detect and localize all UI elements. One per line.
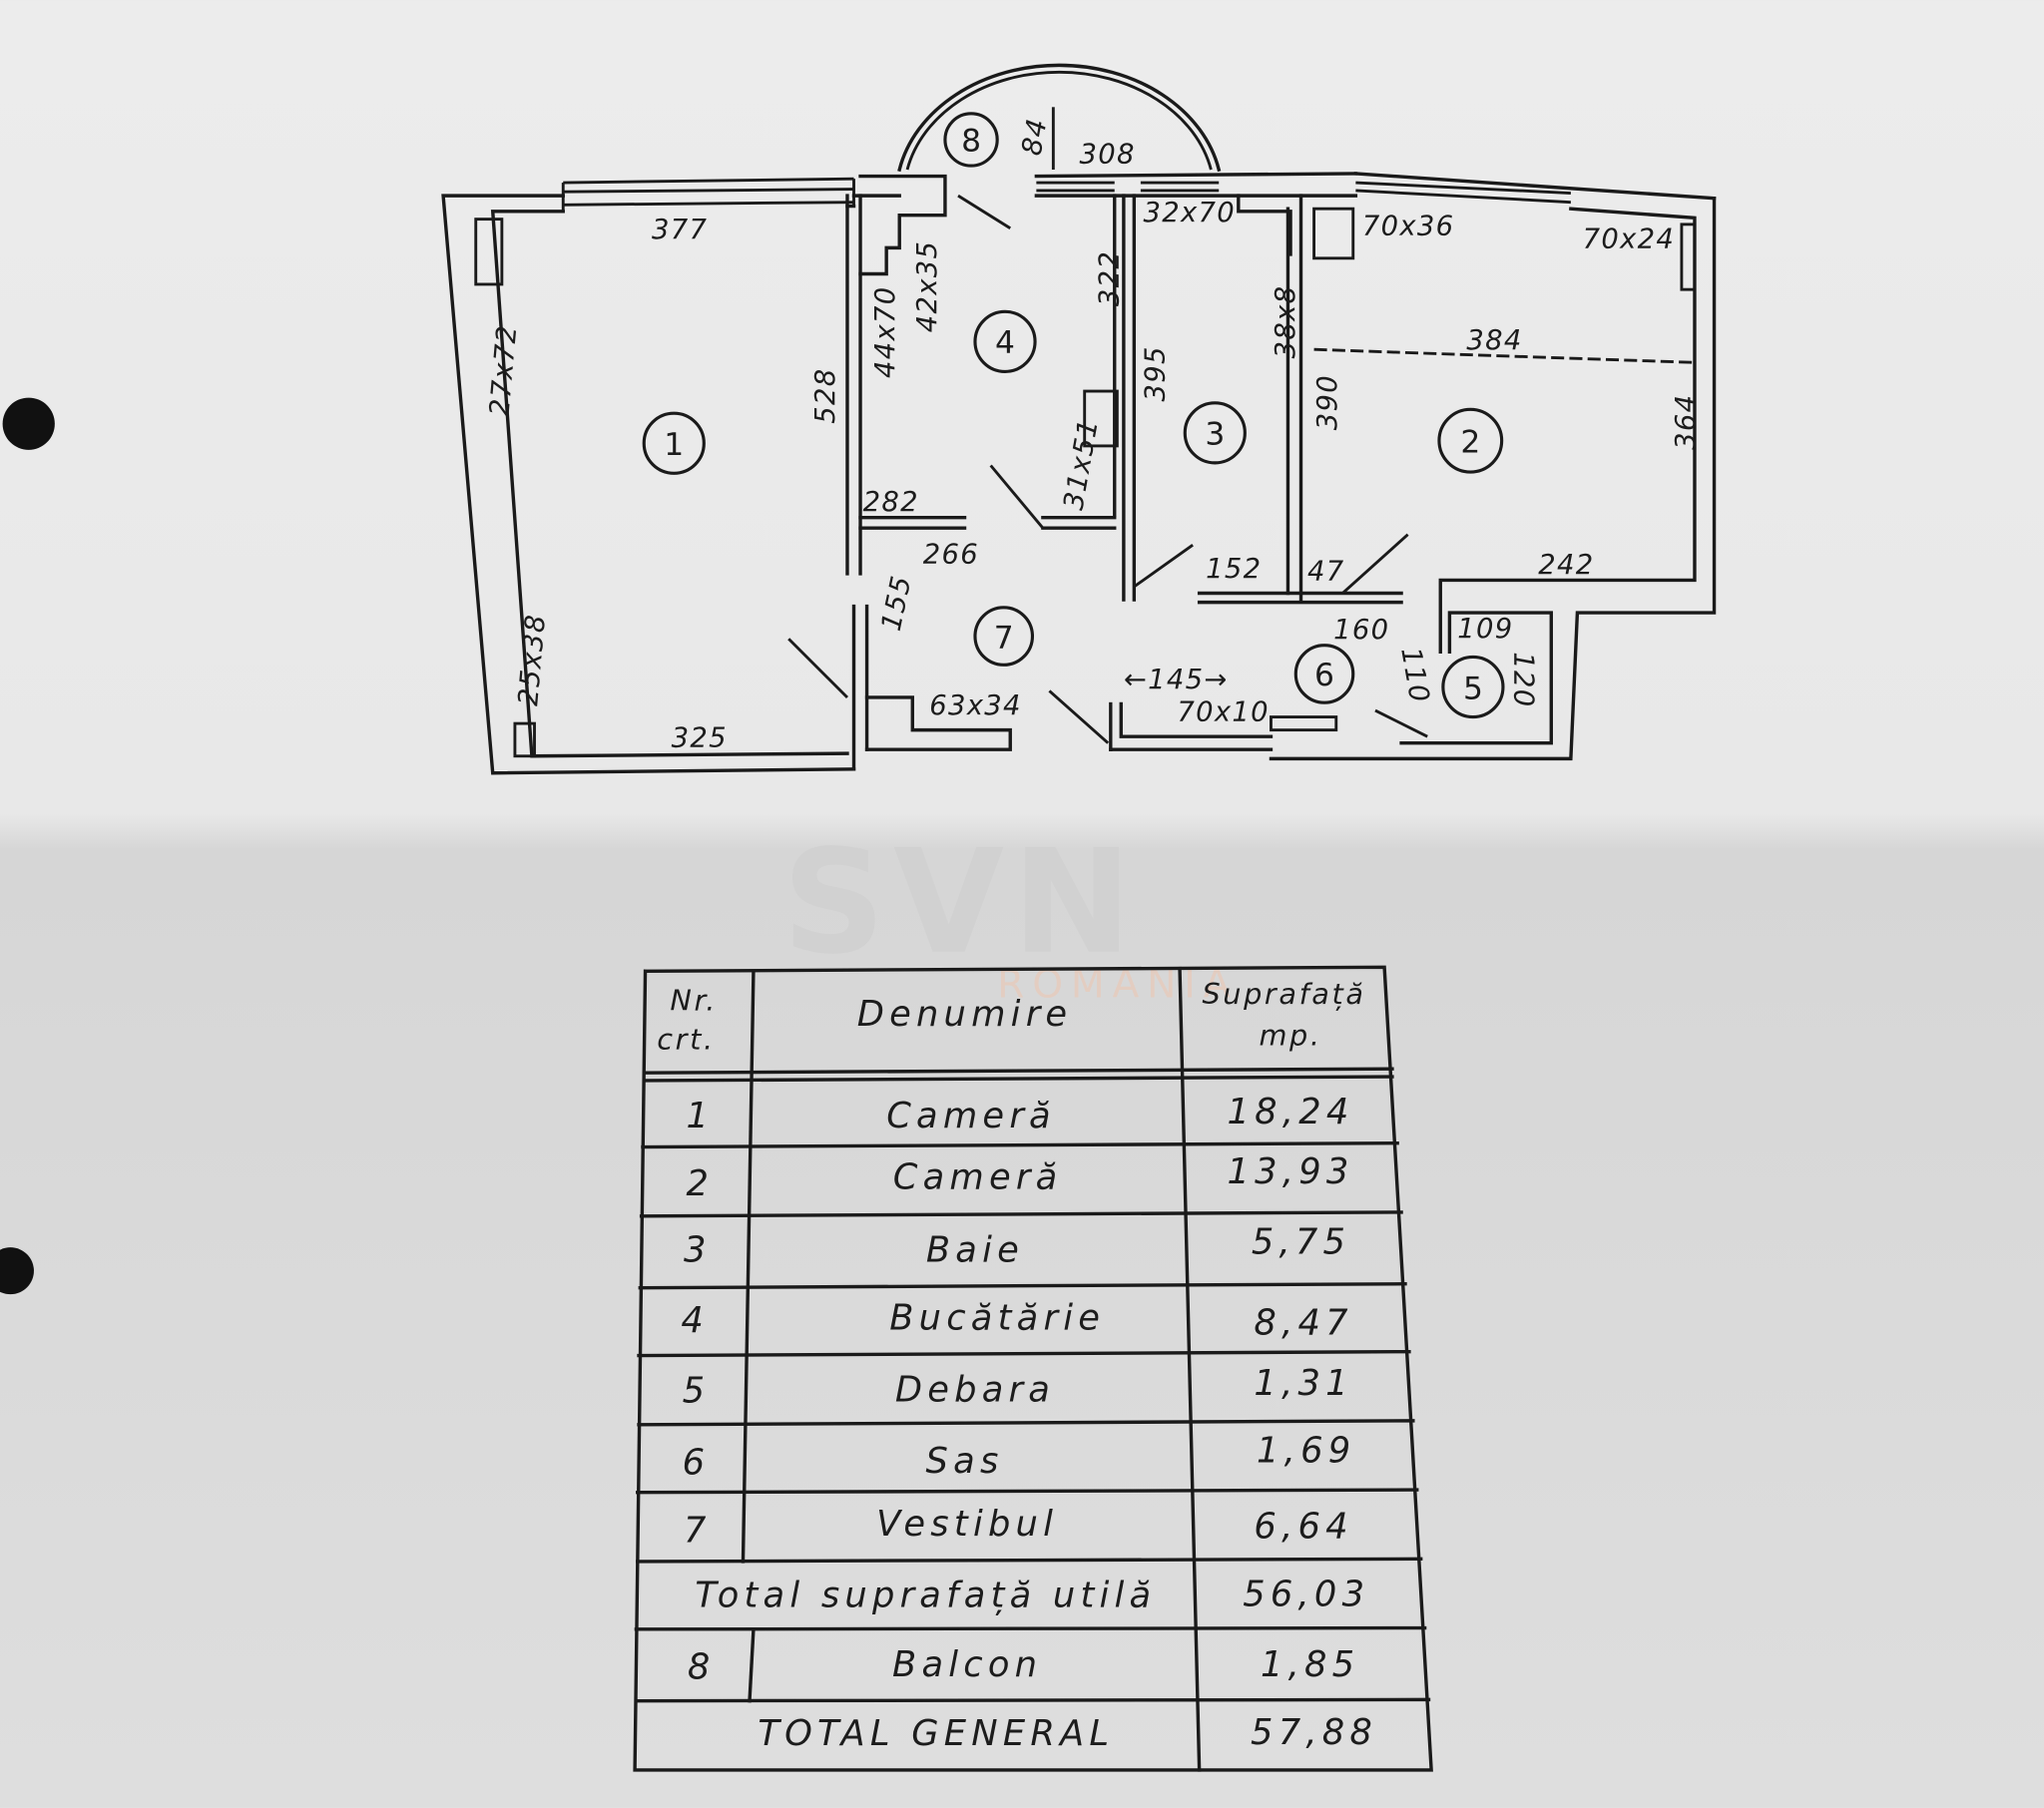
area-text: 1,31 [1254, 1363, 1352, 1404]
area-text: 8,47 [1254, 1303, 1352, 1344]
d47-text: 47 [1307, 556, 1345, 587]
area-text: 56,03 [1243, 1574, 1369, 1614]
0-text: 1 [664, 427, 684, 463]
d63x34-text: 63x34 [929, 690, 1022, 721]
d364-text: 364 [1671, 394, 1702, 450]
nr-text: 5 [683, 1371, 711, 1412]
watermark-brand: SVN [782, 819, 1140, 986]
table-row: 7 Vestibul 6,64 [684, 1504, 1352, 1552]
label-text: Total suprafață utilă [695, 1576, 1156, 1616]
name-text: Cameră [886, 1096, 1056, 1136]
d325-text: 325 [672, 723, 728, 754]
6-text: 7 [994, 620, 1014, 656]
d70x36-text: 70x36 [1362, 211, 1455, 241]
room-marker-8: 8 [943, 112, 999, 168]
floor-plan-walls [441, 63, 1717, 775]
table-row: 6 Sas 1,69 [683, 1431, 1355, 1484]
1-text: 2 [1460, 424, 1480, 460]
d32x70-text: 32x70 [1143, 198, 1236, 228]
room-marker-5: 5 [1441, 655, 1505, 719]
5-text: 6 [1314, 658, 1334, 693]
d377-text: 377 [652, 215, 708, 245]
d242-text: 242 [1538, 550, 1594, 581]
table-row: 3 Baie 5,75 [684, 1222, 1350, 1271]
nr-text: 6 [683, 1442, 711, 1483]
name-text: Denumire [857, 994, 1073, 1035]
room-marker-4: 4 [973, 309, 1037, 374]
dimension-labels: 377 27x72 25x38 325 528 44x70 42x35 282 … [484, 116, 1701, 754]
nr-text: 3 [684, 1230, 712, 1271]
room-marker-7: 7 [973, 606, 1035, 667]
d70x10-text: 70x10 [1177, 696, 1270, 727]
label-text: TOTAL GENERAL [758, 1713, 1114, 1754]
nr-text: 1 [687, 1096, 715, 1136]
3-text: 4 [995, 325, 1015, 361]
room-marker-2: 2 [1437, 407, 1504, 474]
nr-text: 4 [681, 1300, 709, 1341]
area-text: 57,88 [1251, 1712, 1377, 1753]
punch-hole [2, 397, 55, 450]
room-marker-1: 1 [642, 411, 706, 475]
d38x8-text: 38x8 [1271, 285, 1301, 359]
room-markers: 1 2 3 4 5 6 7 8 [642, 112, 1505, 719]
area-text: Suprafață [1202, 977, 1365, 1011]
table-row: 5 Debara 1,31 [683, 1363, 1352, 1412]
table-row-balcony: 8 Balcon 1,85 [688, 1644, 1359, 1688]
table-row: 4 Bucătărie 8,47 [681, 1297, 1352, 1344]
d390-text: 390 [1312, 374, 1343, 430]
d84-text: 84 [1017, 116, 1054, 158]
name-text: Sas [926, 1441, 1004, 1482]
table-grid [633, 965, 1433, 1772]
punch-hole [0, 1247, 34, 1295]
area2-text: mp. [1259, 1019, 1321, 1053]
nr-text: Nr. [670, 983, 718, 1017]
area-text: 5,75 [1252, 1222, 1350, 1263]
7-text: 8 [961, 124, 981, 160]
nr-text: 7 [684, 1510, 712, 1551]
table-total-general: TOTAL GENERAL 57,88 [758, 1712, 1377, 1754]
d120-text: 120 [1508, 652, 1539, 707]
table-header: Nr. crt. Denumire Suprafață mp. [657, 977, 1365, 1057]
d44x70-text: 44x70 [870, 285, 901, 378]
table-total-useful: Total suprafață utilă 56,03 [695, 1574, 1369, 1616]
nr-text: 8 [688, 1646, 716, 1687]
room-marker-3: 3 [1183, 401, 1247, 465]
nr2-text: crt. [657, 1023, 715, 1057]
d109-text: 109 [1457, 614, 1513, 645]
name-text: Balcon [892, 1644, 1042, 1685]
name-text: Cameră [893, 1156, 1063, 1197]
nr-text: 2 [687, 1163, 715, 1204]
d266-text: 266 [923, 539, 979, 570]
area-text: 18,24 [1228, 1092, 1354, 1132]
2-text: 3 [1205, 417, 1225, 453]
d152-text: 152 [1206, 554, 1262, 585]
4-text: 5 [1463, 671, 1483, 706]
name-text: Baie [926, 1230, 1024, 1271]
d42x35-text: 42x35 [912, 240, 943, 333]
d70x24-text: 70x24 [1583, 224, 1676, 254]
area-text: 6,64 [1254, 1506, 1352, 1547]
area-text: 13,93 [1228, 1151, 1354, 1192]
name-text: Debara [895, 1369, 1055, 1410]
name-text: Bucătărie [889, 1297, 1105, 1338]
d282-text: 282 [863, 487, 919, 518]
table-row: 1 Cameră 18,24 [687, 1092, 1354, 1136]
d308-text: 308 [1079, 139, 1135, 170]
room-marker-6: 6 [1293, 644, 1355, 704]
d528-text: 528 [810, 367, 841, 423]
d395-text: 395 [1140, 345, 1171, 401]
name-text: Vestibul [876, 1504, 1058, 1545]
area-text: 1,69 [1257, 1431, 1355, 1472]
table-row: 2 Cameră 13,93 [687, 1151, 1354, 1204]
d384-text: 384 [1466, 325, 1522, 356]
d145-text: ←145→ [1124, 665, 1229, 695]
d322-text: 322 [1095, 250, 1126, 306]
area-text: 1,85 [1261, 1644, 1359, 1685]
d160-text: 160 [1333, 615, 1389, 646]
